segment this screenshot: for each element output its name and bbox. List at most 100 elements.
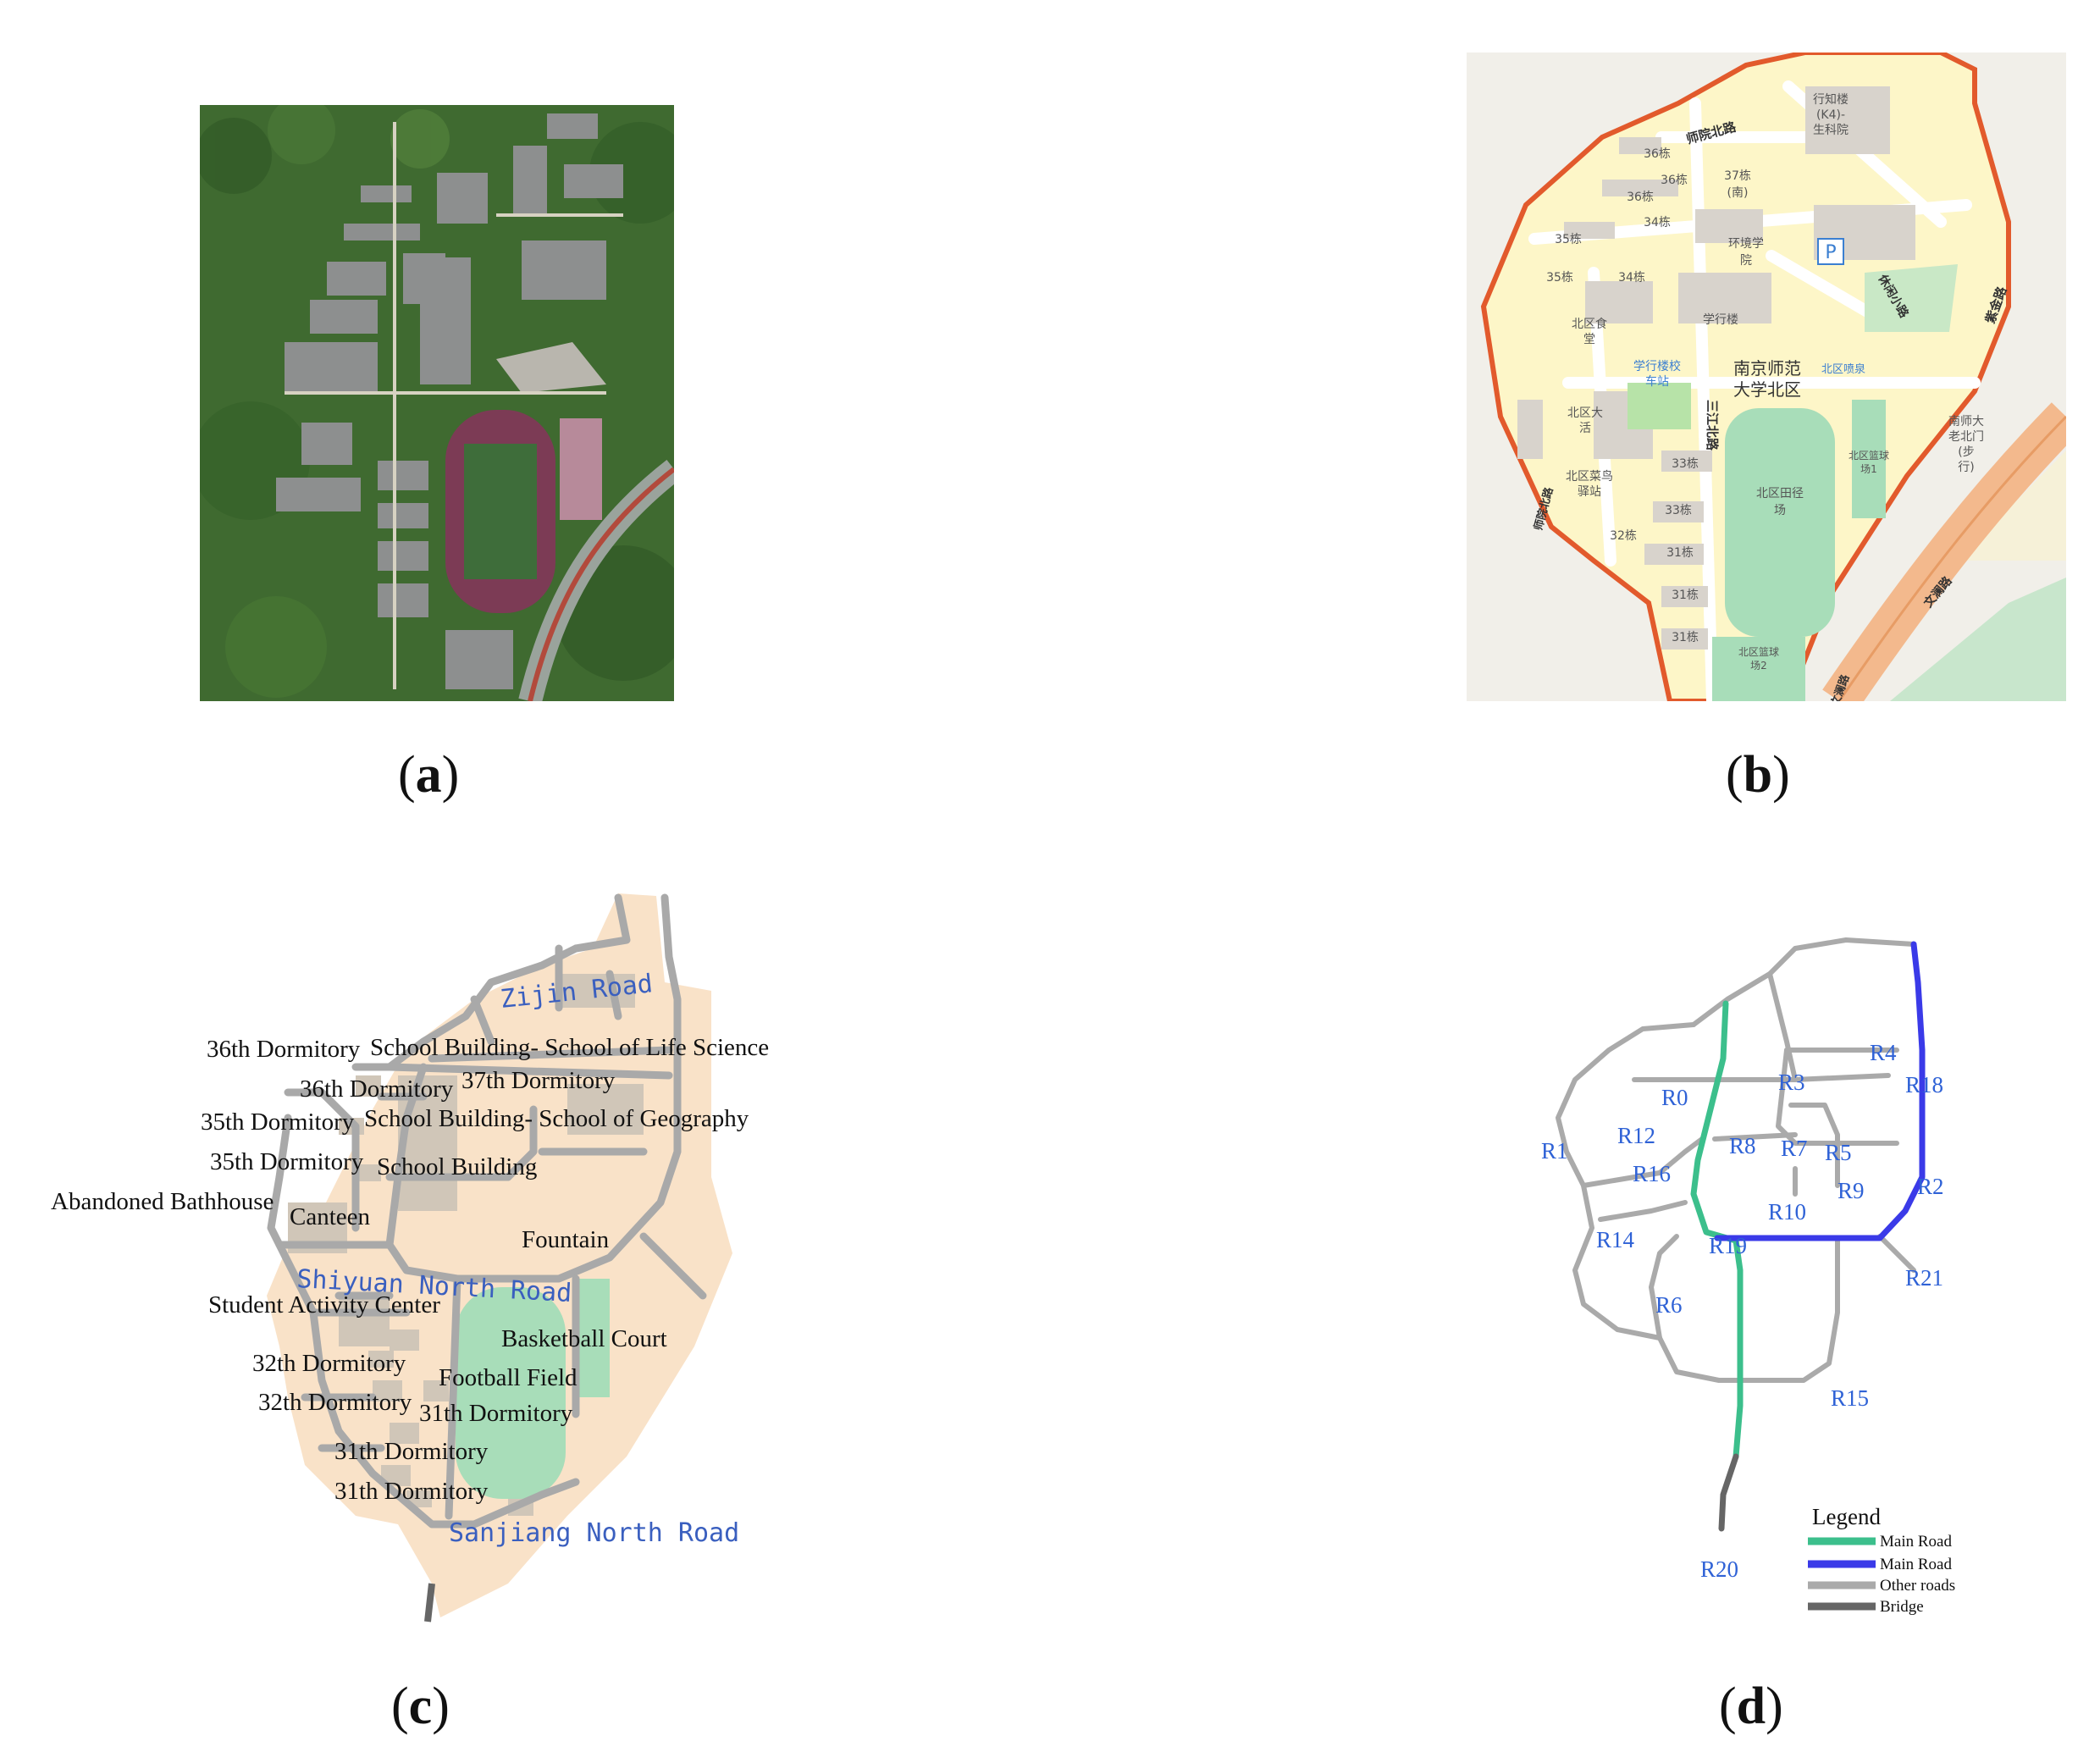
caption-b-letter: b bbox=[1743, 746, 1773, 804]
street-map: 行知楼 (K4)- 生科院 师院北路 36栋 36栋 36栋 37栋 (南) 3… bbox=[1467, 53, 2066, 701]
map-b-road-label: 三江北路 bbox=[1705, 400, 1720, 451]
caption-a-letter: a bbox=[415, 746, 442, 804]
road-label-r15: R15 bbox=[1831, 1385, 1869, 1411]
road-label-r6: R6 bbox=[1655, 1292, 1683, 1318]
map-b-label: 学行楼 bbox=[1703, 313, 1738, 327]
road-label-r16: R16 bbox=[1633, 1161, 1671, 1186]
road-label-r2: R2 bbox=[1917, 1174, 1944, 1199]
map-c-label: 36th Dormitory bbox=[300, 1075, 454, 1103]
map-b-label: 环境学 bbox=[1728, 237, 1764, 251]
map-c-label: Abandoned Bathhouse bbox=[51, 1188, 274, 1215]
map-c-road-label: Sanjiang North Road bbox=[449, 1518, 739, 1548]
map-b-label: 活 bbox=[1579, 422, 1591, 435]
map-b-label: 车站 bbox=[1645, 374, 1669, 389]
panel-d-road-network: R0 R1 R2 R3 R4 R5 R6 R7 R8 R9 R10 R12 R1… bbox=[1507, 932, 2015, 1626]
road-label-r1: R1 bbox=[1541, 1138, 1568, 1164]
road-label-r12: R12 bbox=[1617, 1123, 1655, 1148]
map-c-label: Canteen bbox=[290, 1203, 371, 1230]
map-c-label: 32th Dormitory bbox=[258, 1389, 412, 1416]
map-b-label: 36栋 bbox=[1627, 190, 1654, 204]
map-b-label: 北区大 bbox=[1567, 406, 1603, 420]
map-b-label: 场1 bbox=[1860, 463, 1877, 475]
road-label-r18: R18 bbox=[1905, 1072, 1943, 1097]
road-label-r9: R9 bbox=[1838, 1178, 1865, 1203]
map-b-label: 院 bbox=[1740, 254, 1752, 268]
map-b-label: 37栋 bbox=[1724, 169, 1751, 183]
map-b-label: 大学北区 bbox=[1733, 379, 1801, 400]
map-c-label: Basketball Court bbox=[501, 1325, 667, 1352]
map-b-label: 北区喷泉 bbox=[1821, 362, 1865, 376]
map-c-label: 31th Dormitory bbox=[419, 1400, 573, 1427]
aerial-photo bbox=[200, 105, 674, 701]
caption-a: (a) bbox=[398, 746, 460, 804]
road-label-r8: R8 bbox=[1729, 1133, 1756, 1158]
legend-item: Other roads bbox=[1880, 1577, 1955, 1595]
map-b-label: 生科院 bbox=[1813, 124, 1849, 137]
map-b-label: 场2 bbox=[1750, 660, 1767, 672]
map-c-label: 36th Dormitory bbox=[207, 1036, 361, 1063]
map-b-label: 36栋 bbox=[1661, 173, 1688, 187]
map-c-label: 32th Dormitory bbox=[252, 1350, 406, 1377]
map-b-label: (K4)- bbox=[1816, 108, 1845, 122]
map-c-label: 31th Dormitory bbox=[334, 1478, 489, 1505]
road-label-r21: R21 bbox=[1905, 1265, 1943, 1291]
map-c-label: Football Field bbox=[439, 1364, 578, 1391]
map-b-label: 南京师范 bbox=[1733, 358, 1801, 379]
map-b-label: 行知楼 bbox=[1813, 92, 1849, 107]
road-label-r0: R0 bbox=[1661, 1085, 1688, 1110]
caption-d-letter: d bbox=[1736, 1678, 1766, 1735]
map-b-label: 南师大 bbox=[1948, 415, 1984, 428]
map-b-label: 北区篮球 bbox=[1738, 645, 1779, 658]
caption-d: (d) bbox=[1719, 1678, 1783, 1735]
panel-b-street-map: 行知楼 (K4)- 生科院 师院北路 36栋 36栋 36栋 37栋 (南) 3… bbox=[1467, 53, 2066, 701]
map-c-label: Student Activity Center bbox=[208, 1291, 440, 1318]
map-b-label: 31栋 bbox=[1672, 588, 1699, 602]
road-label-r5: R5 bbox=[1825, 1140, 1852, 1165]
map-b-label: 老北门 bbox=[1948, 430, 1984, 444]
legend-title: Legend bbox=[1812, 1504, 1881, 1529]
road-label-r10: R10 bbox=[1768, 1199, 1806, 1225]
caption-c-letter: c bbox=[408, 1678, 433, 1735]
caption-b: (b) bbox=[1726, 746, 1790, 804]
legend: Legend Main Road Main Road Other roads B… bbox=[1808, 1504, 1955, 1616]
legend-item: Main Road bbox=[1880, 1556, 1952, 1573]
map-c-label: School Building bbox=[377, 1153, 537, 1180]
map-c-label: School Building- School of Life Science bbox=[370, 1034, 769, 1061]
map-b-label: 33栋 bbox=[1665, 503, 1692, 517]
map-b-label: 学行楼校 bbox=[1633, 359, 1681, 373]
map-b-label: 36栋 bbox=[1644, 146, 1671, 161]
map-b-label: (步 bbox=[1958, 445, 1974, 459]
road-network-diagram: R0 R1 R2 R3 R4 R5 R6 R7 R8 R9 R10 R12 R1… bbox=[1541, 937, 1955, 1616]
road-label-r14: R14 bbox=[1596, 1227, 1635, 1252]
legend-item: Bridge bbox=[1880, 1598, 1924, 1616]
caption-c: (c) bbox=[391, 1678, 450, 1735]
map-b-label: 北区菜鸟 bbox=[1566, 470, 1613, 484]
parking-icon: P bbox=[1825, 242, 1836, 263]
map-c-label: 35th Dormitory bbox=[210, 1148, 364, 1175]
map-b-label: 34栋 bbox=[1618, 270, 1645, 285]
panel-a-aerial-image bbox=[200, 105, 674, 701]
map-c-label: 31th Dormitory bbox=[334, 1438, 489, 1465]
legend-item: Main Road bbox=[1880, 1533, 1952, 1551]
map-c-label: 35th Dormitory bbox=[201, 1108, 355, 1136]
map-b-label: (南) bbox=[1727, 186, 1749, 200]
map-b-label: 北区田径 bbox=[1756, 487, 1804, 500]
map-b-label: 33栋 bbox=[1672, 456, 1699, 471]
map-c-label: School Building- School of Geography bbox=[364, 1105, 749, 1132]
map-b-label: 34栋 bbox=[1644, 215, 1671, 229]
map-b-label: 北区食 bbox=[1572, 317, 1607, 331]
map-b-label: 35栋 bbox=[1546, 270, 1573, 285]
map-b-label: 堂 bbox=[1583, 333, 1595, 346]
map-b-label: 31栋 bbox=[1666, 545, 1694, 560]
map-b-label: 行) bbox=[1958, 461, 1974, 474]
map-b-label: 场 bbox=[1774, 504, 1786, 517]
road-label-r3: R3 bbox=[1778, 1070, 1805, 1095]
road-label-r20: R20 bbox=[1700, 1556, 1738, 1582]
map-c-label: 37th Dormitory bbox=[461, 1067, 616, 1094]
map-b-label: 驿站 bbox=[1578, 485, 1601, 499]
campus-layout-map: 36th Dormitory School Building- School o… bbox=[51, 893, 769, 1623]
map-b-label: 31栋 bbox=[1672, 630, 1699, 644]
map-c-label: Fountain bbox=[522, 1226, 610, 1253]
map-b-label: 北区篮球 bbox=[1849, 449, 1889, 462]
road-label-r19: R19 bbox=[1709, 1233, 1747, 1258]
